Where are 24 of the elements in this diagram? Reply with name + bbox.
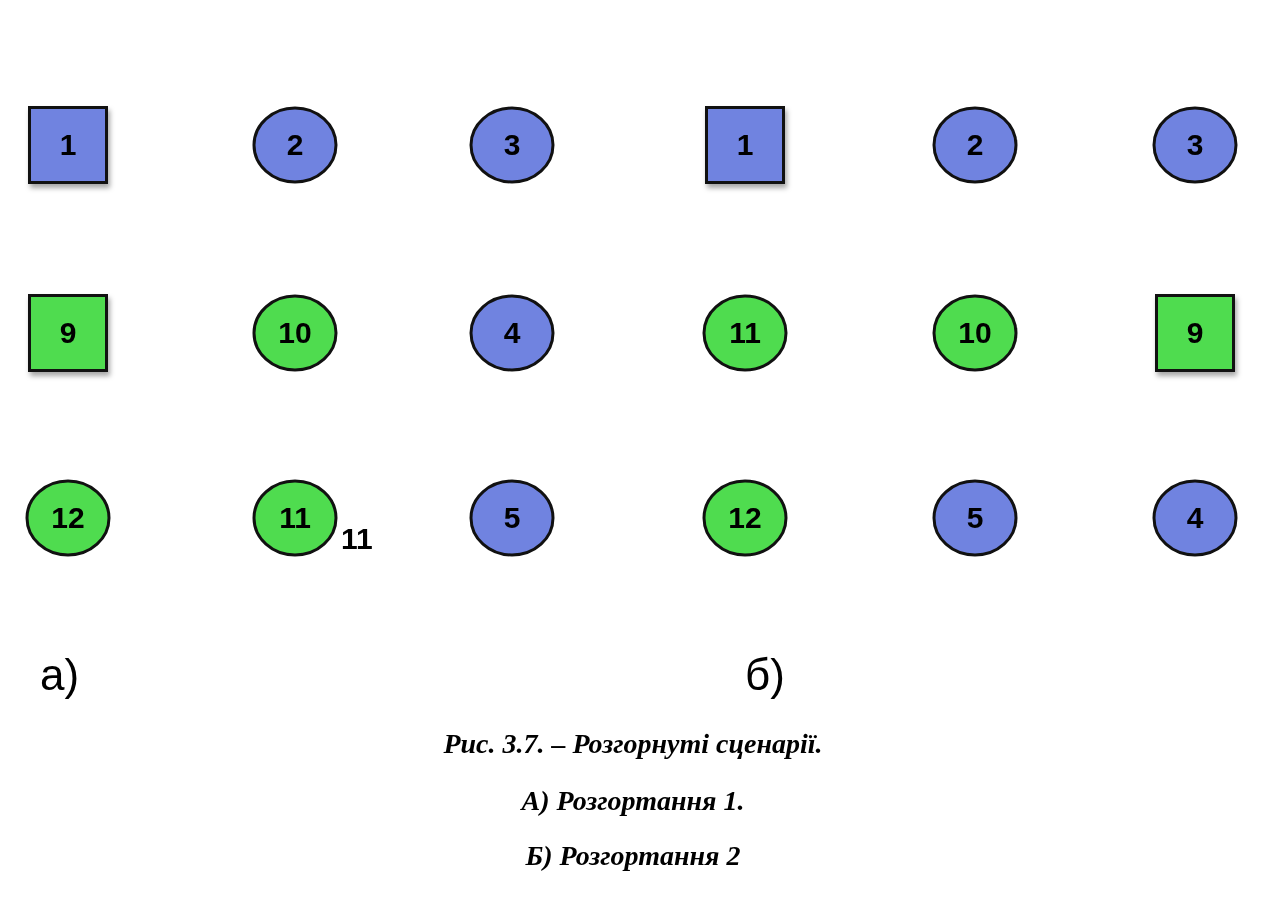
circle-node: 12 [24,478,112,558]
circle-node: 10 [931,293,1019,373]
circle-node: 11 [251,478,339,558]
circle-node: 3 [1151,105,1239,185]
square-node: 1 [705,106,785,184]
figure-caption: Рис. 3.7. – Розгорнуті сценарії. [442,728,824,760]
square-node: 9 [1155,294,1235,372]
circle-node: 5 [468,478,556,558]
circle-node: 3 [468,105,556,185]
circle-node: 2 [251,105,339,185]
circle-node: 2 [931,105,1019,185]
circle-node: 12 [701,478,789,558]
caption-line: А) Розгортання 1. [519,785,746,817]
circle-node: 4 [468,293,556,373]
panel-label: а) [40,650,80,700]
circle-node: 5 [931,478,1019,558]
caption-line: Б) Розгортання 2 [524,840,742,872]
square-node: 1 [28,106,108,184]
circle-node: 11 [701,293,789,373]
square-node: 9 [28,294,108,372]
panel-label: б) [745,650,785,700]
circle-node: 4 [1151,478,1239,558]
circle-node: 10 [251,293,339,373]
node-number-label: 11 [341,522,373,556]
